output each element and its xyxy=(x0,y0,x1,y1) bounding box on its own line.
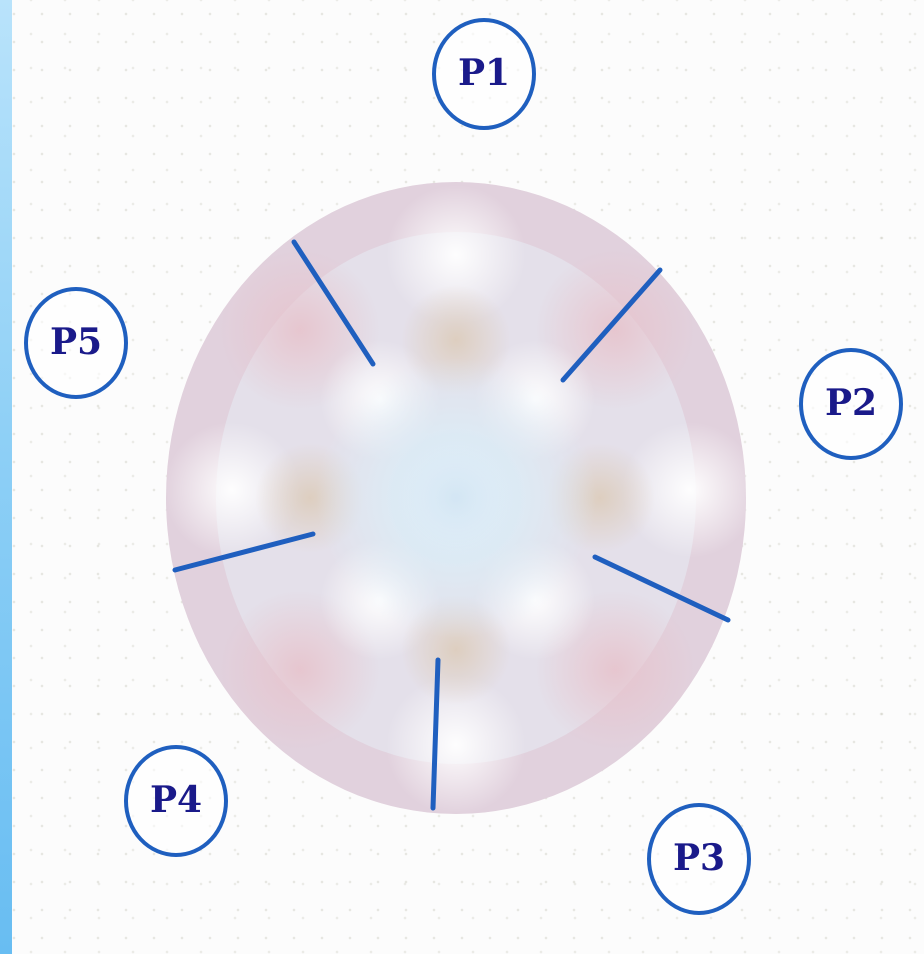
node-p3-label: P3 xyxy=(673,837,725,879)
node-p2-label: P2 xyxy=(825,382,877,424)
node-p4: P4 xyxy=(126,747,226,855)
round-table xyxy=(164,182,758,815)
node-p1: P1 xyxy=(434,20,534,128)
node-p2: P2 xyxy=(801,350,901,458)
node-p5: P5 xyxy=(26,289,126,397)
node-p4-label: P4 xyxy=(150,779,202,821)
node-p1-label: P1 xyxy=(458,52,510,94)
node-p3: P3 xyxy=(649,805,749,913)
node-p5-label: P5 xyxy=(50,321,102,363)
